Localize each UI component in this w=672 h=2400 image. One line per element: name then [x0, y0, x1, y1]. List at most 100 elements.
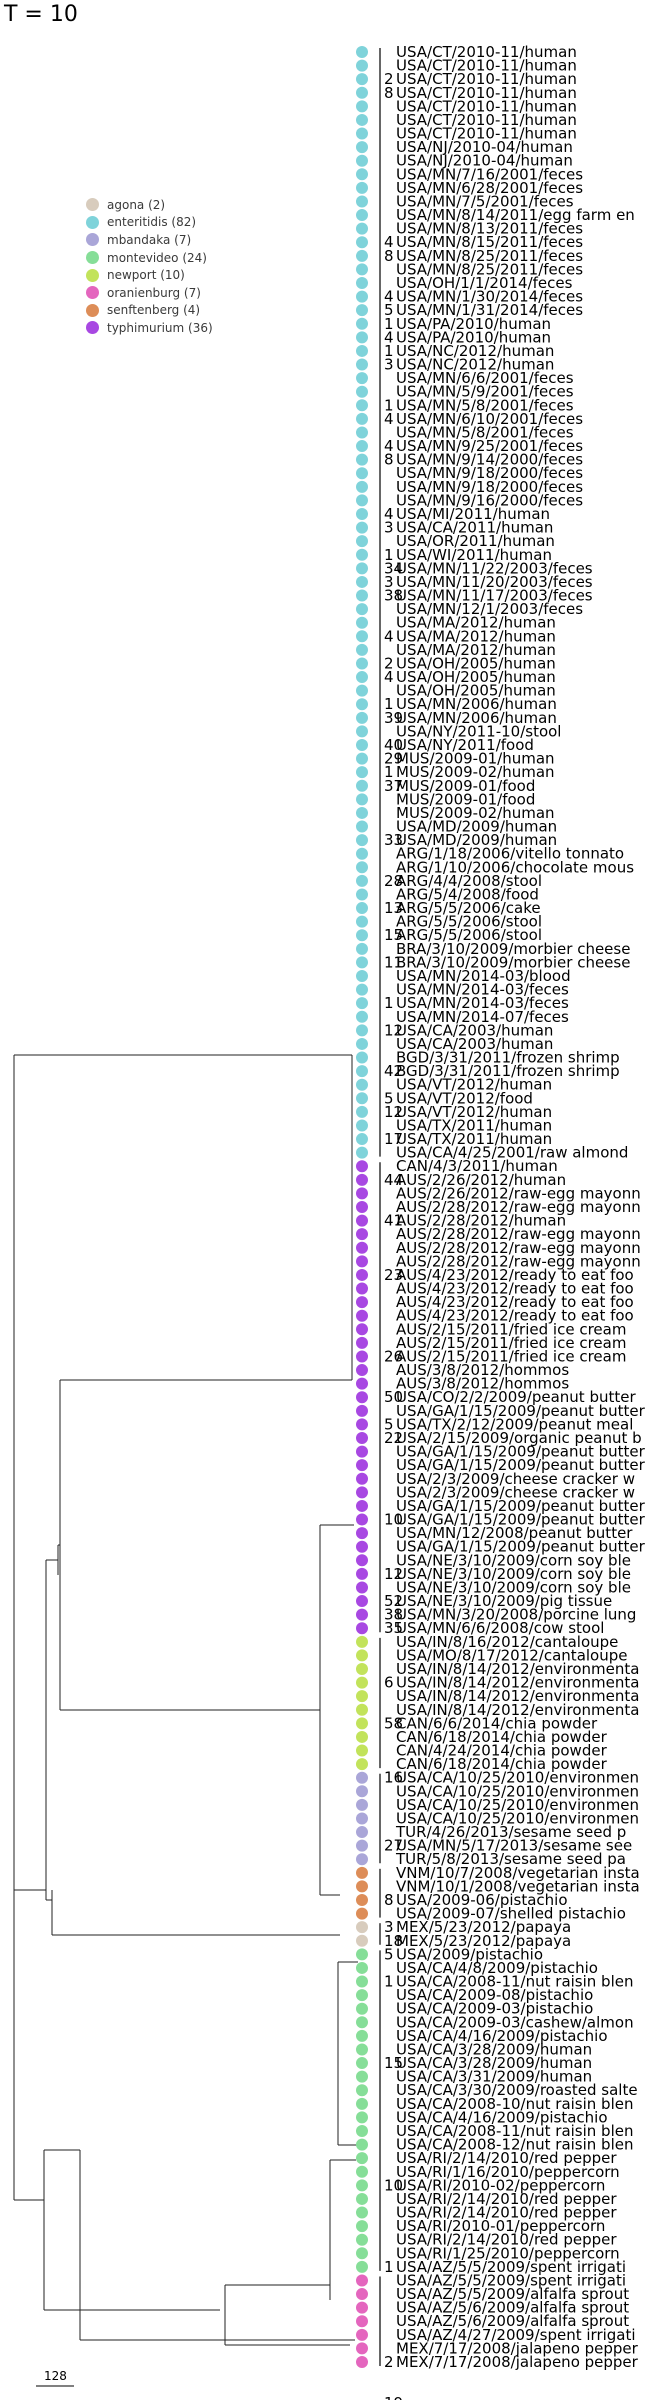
tip-marker-enteritidis: [356, 1010, 368, 1023]
tip-label: USA/NE/3/10/2009/corn soy ble: [396, 1578, 631, 1596]
tip-label: AUS/2/28/2012/raw-egg mayonn: [396, 1225, 641, 1243]
tip-label: USA/NJ/2010-04/human: [396, 138, 573, 156]
tip-label: AUS/2/26/2012/human: [396, 1171, 566, 1189]
tip-label: USA/CA/2011/human: [396, 519, 553, 537]
tip-marker-newport: [356, 1730, 368, 1743]
tip-marker-montevideo: [356, 2029, 368, 2042]
tip-label: USA/MN/6/10/2001/feces: [396, 410, 583, 428]
tip-label: MEX/5/23/2012/papaya: [396, 1932, 571, 1950]
tip-marker-mbandaka: [356, 1771, 368, 1784]
tip-marker-typhimurium: [356, 1187, 368, 1200]
leaf-labels: USA/CT/2010-11/humanUSA/CT/2010-11/human…: [395, 43, 646, 2371]
tip-marker-enteritidis: [356, 820, 368, 833]
cluster-number: 33: [384, 831, 403, 849]
tip-marker-oranienburg: [356, 2288, 368, 2301]
tip-marker-enteritidis: [356, 385, 368, 398]
cluster-number: 52: [384, 1592, 403, 1610]
legend-item-oranienburg: oranienburg (7): [86, 284, 213, 302]
cluster-number: 28: [384, 872, 403, 890]
tip-marker-enteritidis: [356, 317, 368, 330]
tip-marker-enteritidis: [356, 412, 368, 425]
tip-label: AUS/2/28/2012/raw-egg mayonn: [396, 1252, 641, 1270]
tip-label: AUS/4/23/2012/ready to eat foo: [396, 1266, 634, 1284]
tip-label: MUS/2009-01/food: [396, 790, 535, 808]
tip-label: USA/OH/2005/human: [396, 668, 556, 686]
tip-label: USA/AZ/5/6/2009/alfalfa sprout: [396, 2312, 629, 2330]
tip-marker-mbandaka: [356, 1812, 368, 1825]
cluster-number: 34: [384, 559, 403, 577]
tip-marker-enteritidis: [356, 73, 368, 86]
tip-marker-enteritidis: [356, 181, 368, 194]
tip-marker-enteritidis: [356, 222, 368, 235]
tip-marker-newport: [356, 1717, 368, 1730]
tip-label: USA/IN/8/16/2012/cantaloupe: [396, 1633, 618, 1651]
cluster-number: 50: [384, 1388, 403, 1406]
tip-label: MUS/2009-01/food: [396, 777, 535, 795]
cluster-number: 19: [384, 2394, 403, 2400]
tip-label: USA/CA/3/28/2009/human: [396, 2040, 592, 2058]
tip-label: USA/VT/2012/food: [396, 1089, 533, 1107]
tip-marker-enteritidis: [356, 1133, 368, 1146]
tip-marker-enteritidis: [356, 1146, 368, 1159]
tip-label: MEX/7/17/2008/jalapeno pepper: [396, 2353, 639, 2371]
tip-label: ARG/4/4/2008/stool: [396, 872, 542, 890]
cluster-number: 1: [384, 546, 394, 564]
tip-label: ARG/1/18/2006/vitello tonnato: [396, 845, 624, 863]
tip-label: USA/MN/5/9/2001/feces: [396, 383, 574, 401]
tip-marker-oranienburg: [356, 2328, 368, 2341]
cluster-number: 15: [384, 926, 403, 944]
legend-item-mbandaka: mbandaka (7): [86, 231, 213, 249]
tip-label: USA/NE/3/10/2009/corn soy ble: [396, 1551, 631, 1569]
tip-label: USA/MN/6/6/2008/cow stool: [396, 1619, 604, 1637]
tip-marker-typhimurium: [356, 1268, 368, 1281]
cluster-number: 4: [384, 410, 394, 428]
tip-marker-montevideo: [356, 1961, 368, 1974]
tip-marker-oranienburg: [356, 2315, 368, 2328]
tip-marker-typhimurium: [356, 1554, 368, 1567]
tip-label: USA/MN/7/5/2001/feces: [396, 192, 574, 210]
tip-marker-oranienburg: [356, 2356, 368, 2368]
tip-label: USA/GA/1/15/2009/peanut butter: [396, 1538, 646, 1556]
tip-label: USA/CA/2008-10/nut raisin blen: [396, 2095, 633, 2113]
tip-marker-newport: [356, 1758, 368, 1771]
tip-label: CAN/4/24/2014/chia powder: [396, 1742, 608, 1760]
tip-label: CAN/6/18/2014/chia powder: [396, 1728, 608, 1746]
tip-marker-montevideo: [356, 2233, 368, 2246]
tip-label: AUS/2/28/2012/raw-egg mayonn: [396, 1198, 641, 1216]
tip-label: USA/CT/2010-11/human: [396, 125, 577, 143]
tip-marker-enteritidis: [356, 1078, 368, 1091]
cluster-number: 4: [384, 233, 394, 251]
tip-label: USA/TX/2011/human: [396, 1130, 552, 1148]
tip-marker-enteritidis: [356, 698, 368, 711]
tip-label: USA/MN/1/30/2014/feces: [396, 288, 583, 306]
cluster-number: 3: [384, 1918, 394, 1936]
tip-marker-enteritidis: [356, 440, 368, 453]
tip-label: USA/OR/2011/human: [396, 532, 555, 550]
tip-label: USA/RI/2010-01/peppercorn: [396, 2217, 605, 2235]
tip-label: USA/CA/4/8/2009/pistachio: [396, 1959, 598, 1977]
tip-label: USA/AZ/5/6/2009/alfalfa sprout: [396, 2299, 629, 2317]
cluster-number: 13: [384, 899, 403, 917]
cluster-number: 39: [384, 709, 403, 727]
tip-marker-enteritidis: [356, 657, 368, 670]
tip-marker-typhimurium: [356, 1173, 368, 1186]
tip-label: USA/MN/8/25/2011/feces: [396, 247, 583, 265]
cluster-number: 38: [384, 1606, 403, 1624]
cluster-number: 2: [384, 2353, 394, 2371]
tip-marker-enteritidis: [356, 453, 368, 466]
tip-marker-enteritidis: [356, 331, 368, 344]
tip-marker-montevideo: [356, 1989, 368, 2002]
tip-label: CAN/6/18/2014/chia powder: [396, 1755, 608, 1773]
scale-bar-label: 128: [44, 2369, 67, 2383]
legend-item-typhimurium: typhimurium (36): [86, 319, 213, 337]
cluster-number: 12: [384, 1021, 403, 1039]
tip-label: USA/NY/2011/food: [396, 736, 534, 754]
cluster-number: 2: [384, 70, 394, 88]
tip-label: USA/MN/5/8/2001/feces: [396, 396, 574, 414]
legend-swatch-oranienburg: [86, 286, 99, 300]
tip-marker-enteritidis: [356, 304, 368, 317]
tip-marker-typhimurium: [356, 1432, 368, 1444]
tip-label: AUS/2/15/2011/fried ice cream: [396, 1320, 626, 1338]
tip-marker-enteritidis: [356, 494, 368, 507]
cluster-number: 27: [384, 1837, 403, 1855]
